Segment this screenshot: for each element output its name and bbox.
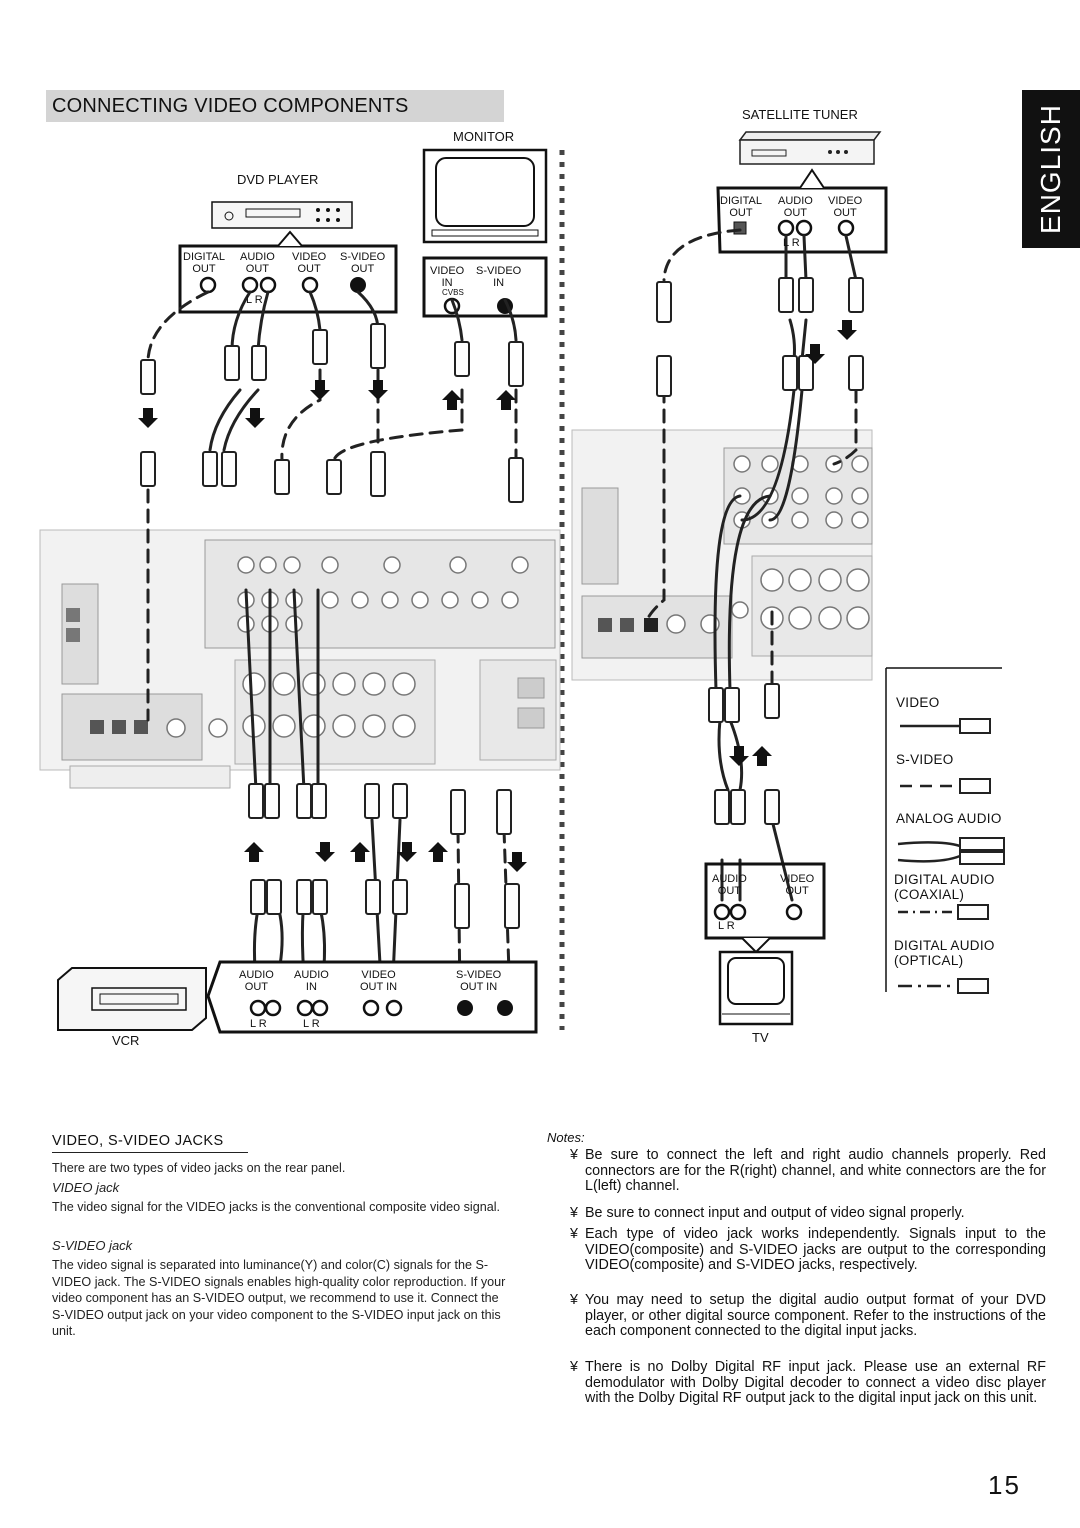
video-jack-text: The video signal for the VIDEO jacks is … <box>52 1200 501 1214</box>
legend-symbols <box>897 718 1005 994</box>
svideo-jack-text: The video signal is separated into lumin… <box>52 1258 506 1338</box>
receiver-rear-panel-right <box>571 429 873 681</box>
tv-illustration <box>718 950 794 1026</box>
section-heading-rule <box>52 1152 248 1153</box>
video-jack-heading: VIDEO jack <box>52 1180 120 1195</box>
legend-coaxial-label: DIGITAL AUDIO(COAXIAL) <box>894 872 995 902</box>
receiver-rear-panel-left <box>39 529 561 789</box>
section-heading: VIDEO, S-VIDEO JACKS <box>52 1133 224 1149</box>
dvd-player-label: DVD PLAYER <box>237 172 319 187</box>
dvd-player-illustration <box>211 201 353 229</box>
language-tab: ENGLISH <box>1022 90 1080 248</box>
note-item: ¥There is no Dolby Digital RF input jack… <box>570 1359 1046 1407</box>
legend-analog-audio-label: ANALOG AUDIO <box>896 811 1002 826</box>
legend-svideo-label: S-VIDEO <box>896 752 954 767</box>
vcr-lr-label-1: L R <box>250 1018 267 1030</box>
section-intro: There are two types of video jacks on th… <box>52 1161 346 1175</box>
legend-video-label: VIDEO <box>896 695 940 710</box>
vcr-label: VCR <box>112 1033 140 1048</box>
signal-arrows <box>138 320 857 872</box>
section-title-bar: CONNECTING VIDEO COMPONENTS <box>46 90 504 122</box>
note-item: ¥Each type of video jack works independe… <box>570 1226 1046 1274</box>
tv-lr-label: L R <box>718 920 735 932</box>
vcr-lr-label-2: L R <box>303 1018 320 1030</box>
monitor-label: MONITOR <box>453 129 515 144</box>
satellite-tuner-label: SATELLITE TUNER <box>742 107 858 122</box>
satellite-jack-panel <box>716 186 888 254</box>
tv-label: TV <box>752 1030 769 1045</box>
connection-diagram <box>39 131 1005 1034</box>
monitor-jack-panel <box>422 256 548 318</box>
monitor-cvbs-label: CVBS <box>442 288 464 297</box>
cable-plugs <box>140 277 864 929</box>
note-item: ¥You may need to setup the digital audio… <box>570 1292 1046 1340</box>
page-title: CONNECTING VIDEO COMPONENTS <box>52 95 409 117</box>
note-item: ¥Be sure to connect input and output of … <box>570 1205 965 1221</box>
satellite-tuner-illustration <box>738 131 882 165</box>
svideo-jack-heading: S-VIDEO jack <box>52 1238 133 1253</box>
vcr-illustration <box>57 967 207 1031</box>
vcr-jack-panel <box>206 960 538 1034</box>
note-item: ¥Be sure to connect the left and right a… <box>570 1147 1046 1195</box>
notes-heading: Notes: <box>547 1130 585 1145</box>
dvd-jack-panel <box>178 244 398 314</box>
sat-lr-label: L R <box>783 237 800 249</box>
cables-right <box>644 228 858 902</box>
dvd-lr-label: L R <box>246 294 263 306</box>
monitor-illustration <box>422 148 548 244</box>
legend-optical-label: DIGITAL AUDIO(OPTICAL) <box>894 938 995 968</box>
tv-jack-panel <box>704 862 826 940</box>
page-number: 15 <box>988 1470 1021 1500</box>
